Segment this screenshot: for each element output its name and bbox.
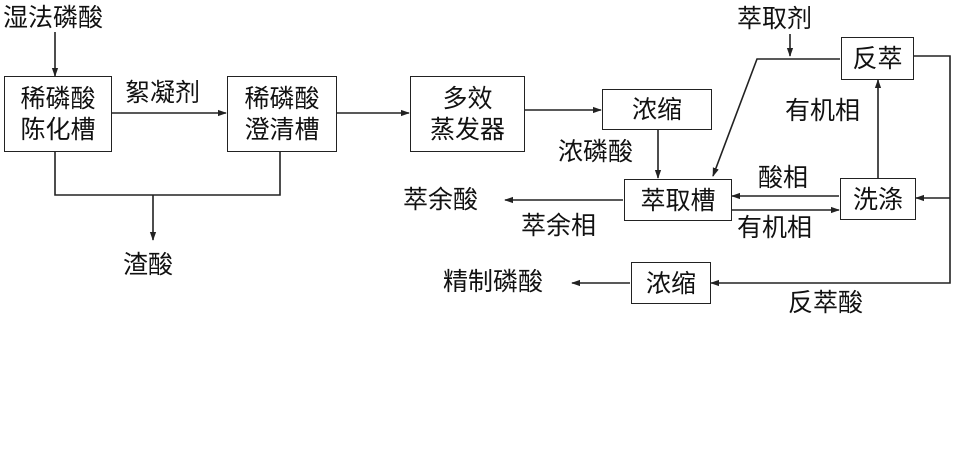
- box-evaporator-line2: 蒸发器: [429, 115, 505, 144]
- label-extractant: 萃取剂: [737, 4, 813, 33]
- box-concentrate-bottom-label: 浓缩: [645, 268, 696, 298]
- label-raffinate-phase: 萃余相: [521, 211, 597, 240]
- box-washing-label: 洗涤: [852, 184, 903, 214]
- box-dilute-aging-line1: 稀磷酸: [20, 84, 96, 113]
- label-organic-phase-up: 有机相: [785, 96, 861, 125]
- arrow-back-acid-to-concentrate: [710, 55, 951, 287]
- box-concentrate-top: 浓缩: [602, 89, 712, 130]
- label-back-extracted-acid: 反萃酸: [788, 288, 864, 317]
- line-sludge-merge: [54, 152, 281, 196]
- box-washing: 洗涤: [840, 178, 916, 220]
- arrow-backext-to-extraction: [712, 58, 840, 177]
- label-refined-acid: 精制磷酸: [443, 267, 544, 296]
- label-sludge-acid: 渣酸: [123, 250, 174, 279]
- box-extraction-tank-label: 萃取槽: [640, 185, 716, 215]
- label-acid-phase: 酸相: [758, 163, 809, 192]
- box-concentrate-bottom: 浓缩: [631, 262, 711, 304]
- box-dilute-aging-line2: 陈化槽: [20, 115, 96, 144]
- label-concentrated-acid: 浓磷酸: [558, 137, 634, 166]
- label-wet-process-acid: 湿法磷酸: [3, 3, 104, 32]
- box-multi-effect-evaporator: 多效 蒸发器: [410, 76, 525, 152]
- box-dilute-clarifier-line2: 澄清槽: [244, 115, 320, 144]
- box-back-extraction: 反萃: [841, 37, 914, 80]
- box-dilute-aging-tank: 稀磷酸 陈化槽: [4, 76, 112, 152]
- box-dilute-clarifier: 稀磷酸 澄清槽: [227, 76, 337, 152]
- label-raffinate-acid: 萃余酸: [403, 185, 479, 214]
- box-back-extraction-label: 反萃: [852, 44, 903, 73]
- box-concentrate-top-label: 浓缩: [631, 95, 682, 124]
- label-organic-phase-mid: 有机相: [737, 213, 813, 242]
- label-flocculant: 絮凝剂: [125, 78, 201, 107]
- box-dilute-clarifier-line1: 稀磷酸: [244, 84, 320, 113]
- box-evaporator-line1: 多效: [442, 84, 493, 113]
- box-extraction-tank: 萃取槽: [624, 179, 732, 221]
